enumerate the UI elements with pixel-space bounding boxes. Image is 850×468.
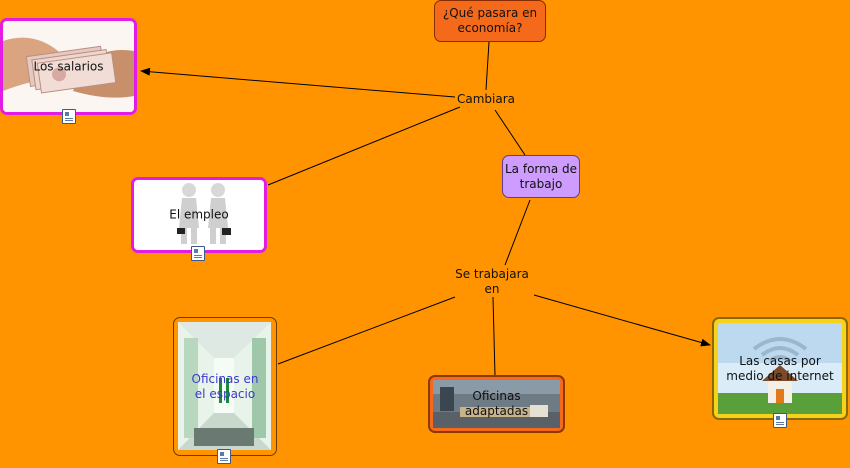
document-icon[interactable]: [773, 413, 787, 428]
concept-forma-de-trabajo-label: La forma de trabajo: [505, 161, 577, 191]
concept-empleo-label: El empleo: [169, 207, 229, 222]
document-icon[interactable]: [191, 246, 205, 261]
concept-oficinas-adaptadas[interactable]: Oficinas adaptadas: [428, 375, 565, 433]
line-setrabajara-espacio: [277, 296, 456, 365]
space-office-image: [178, 322, 271, 450]
concept-oficinas-espacio-label: Oficinas en el espacio: [191, 371, 259, 401]
concept-casas-internet-label: Las casas por medio de internet: [726, 353, 834, 383]
line-cambiara-salarios: [140, 67, 456, 98]
document-icon[interactable]: [62, 109, 76, 124]
link-phrase-se-trabajara-label: Se trabajara en: [455, 267, 529, 296]
wifi-house-image: [718, 323, 842, 414]
line-setrabajara-casas: [533, 294, 711, 347]
line-cambiara-empleo: [267, 106, 461, 186]
concept-casas-internet[interactable]: Las casas por medio de internet: [712, 317, 848, 420]
money-hands-image: [3, 21, 134, 112]
link-phrase-se-trabajara[interactable]: Se trabajara en: [450, 267, 534, 297]
link-phrase-cambiara[interactable]: Cambiara: [452, 92, 520, 107]
line-question-cambiara: [485, 41, 490, 91]
concept-empleo[interactable]: El empleo: [131, 177, 267, 253]
businessmen-figures-image: [134, 180, 264, 250]
document-icon[interactable]: [217, 449, 231, 464]
adapted-office-image: [433, 380, 560, 428]
concept-question-label: ¿Qué pasara en economía?: [442, 6, 538, 35]
concept-question[interactable]: ¿Qué pasara en economía?: [434, 0, 546, 42]
concept-oficinas-adaptadas-label: Oficinas adaptadas: [464, 389, 529, 418]
concept-forma-de-trabajo[interactable]: La forma de trabajo: [502, 155, 580, 198]
concept-salarios-label: Los salarios: [33, 59, 104, 73]
concept-oficinas-espacio[interactable]: Oficinas en el espacio: [173, 317, 277, 456]
concept-salarios[interactable]: Los salarios: [0, 18, 137, 115]
line-forma-setrabajara: [504, 199, 531, 266]
link-phrase-cambiara-label: Cambiara: [456, 92, 515, 106]
line-setrabajara-adaptadas: [492, 296, 496, 377]
line-cambiara-forma: [494, 109, 526, 156]
